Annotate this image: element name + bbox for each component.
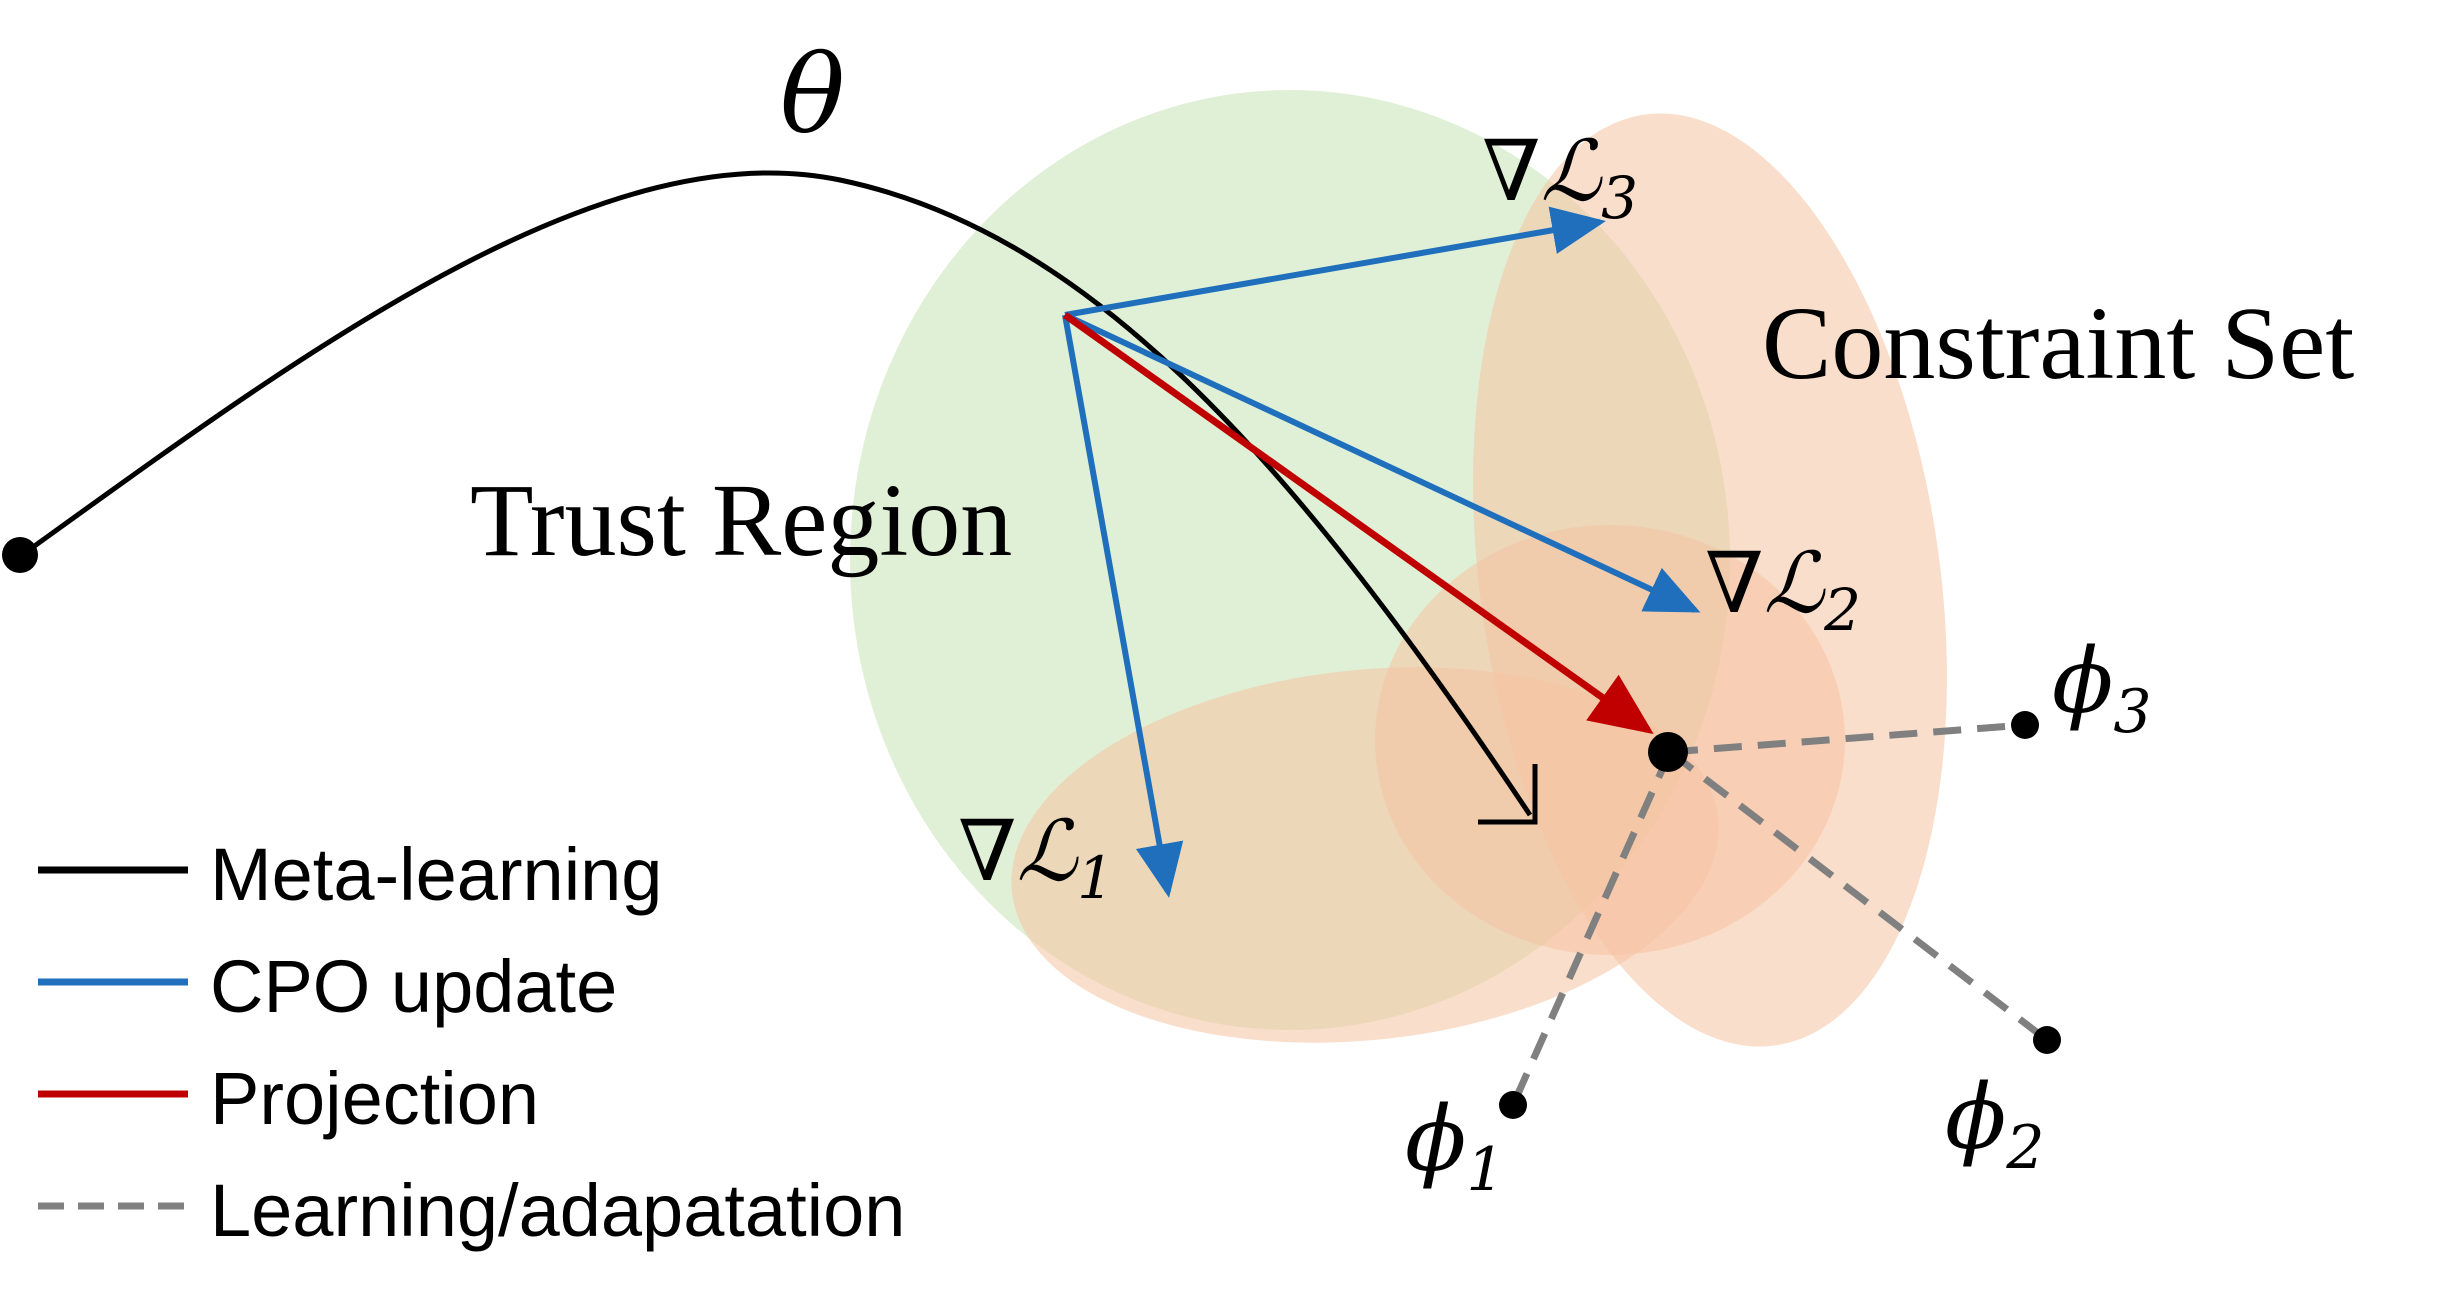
phi2-point bbox=[2033, 1026, 2061, 1054]
phi-label-2: ϕ2 bbox=[1945, 1065, 2045, 1183]
projection-arrow bbox=[1062, 312, 1654, 735]
legend-label-cpo-update: CPO update bbox=[210, 945, 617, 1028]
cpo-arrow-2 bbox=[1063, 312, 1701, 613]
legend-label-projection: Projection bbox=[210, 1057, 539, 1140]
constraint-set-label: Constraint Set bbox=[1762, 286, 2354, 401]
phi3-point bbox=[2011, 711, 2039, 739]
adaptation-line-3 bbox=[1669, 721, 2026, 756]
trust-region-label: Trust Region bbox=[470, 463, 1012, 578]
cpo-arrow-3 bbox=[1064, 206, 1606, 318]
legend: Meta-learning CPO update Projection Lear… bbox=[38, 833, 905, 1252]
adapted-point bbox=[1648, 732, 1688, 772]
constraint-ellipse-bottom bbox=[1011, 667, 1719, 1043]
cpo-arrow-1 bbox=[1062, 314, 1184, 898]
legend-label-meta-learning: Meta-learning bbox=[210, 833, 662, 916]
phi-label-3: ϕ3 bbox=[2052, 629, 2152, 747]
legend-label-learning-adaptation: Learning/adapatation bbox=[210, 1169, 905, 1252]
meta-learning-end-mark bbox=[1478, 764, 1538, 825]
meta-learning-curve bbox=[20, 170, 1533, 817]
grad-label-2: ∇ℒ2 bbox=[1705, 534, 1861, 644]
adaptation-line-2 bbox=[1667, 749, 2050, 1043]
phi-label-1: ϕ1 bbox=[1405, 1087, 1505, 1205]
grad-label-3: ∇ℒ3 bbox=[1482, 122, 1638, 232]
meta-learning-start-point bbox=[2, 537, 38, 573]
theta-label: θ bbox=[780, 33, 845, 158]
phi1-point bbox=[1499, 1091, 1527, 1119]
adaptation-line-1 bbox=[1509, 750, 1674, 1107]
grad-label-1: ∇ℒ1 bbox=[958, 802, 1114, 912]
